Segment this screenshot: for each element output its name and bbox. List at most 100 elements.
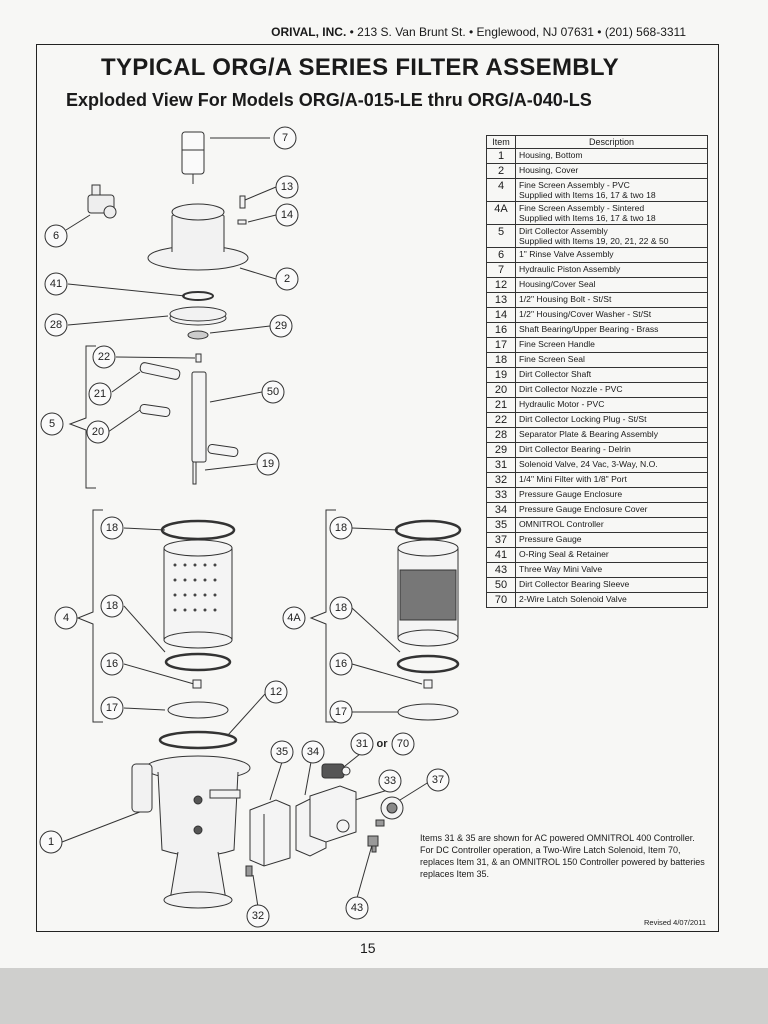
callout-31: 31 [356, 738, 368, 750]
callout-19: 19 [262, 458, 274, 470]
item-number: 22 [486, 412, 516, 428]
exploded-view-diagram: 7 13 14 6 2 41 28 29 22 21 50 5 20 19 18… [39, 126, 462, 928]
item-description-line: Hydraulic Motor - PVC [519, 399, 605, 409]
page-number: 15 [360, 940, 376, 956]
item-description-line: 2-Wire Latch Solenoid Valve [519, 594, 627, 604]
item-description: Fine Screen Seal [515, 352, 708, 368]
item-number: 4 [486, 178, 516, 202]
callout-4: 4 [63, 612, 69, 624]
item-description-line: 1" Rinse Valve Assembly [519, 249, 614, 259]
hydraulic-piston-part [181, 131, 205, 184]
item-description-line: Dirt Collector Shaft [519, 369, 592, 379]
item-description: Solenoid Valve, 24 Vac, 3-Way, N.O. [515, 457, 708, 473]
item-number: 20 [486, 382, 516, 398]
three-way-valve-part [367, 835, 379, 853]
item-number: 28 [486, 427, 516, 443]
item-description-line: 1/2" Housing/Cover Washer - St/St [519, 309, 652, 319]
item-description-line: Dirt Collector Nozzle - PVC [519, 384, 623, 394]
item-description: Dirt Collector Locking Plug - St/St [515, 412, 708, 428]
callout-41: 41 [50, 278, 62, 290]
callout-34: 34 [307, 746, 319, 758]
item-description-line: O-Ring Seal & Retainer [519, 549, 609, 559]
omnitrol-controller-part [249, 799, 291, 867]
company-address: • 213 S. Van Brunt St. • Englewood, NJ 0… [346, 25, 686, 39]
item-description-supplement: Supplied with Items 19, 20, 21, 22 & 50 [519, 236, 669, 246]
callout-17-right: 17 [335, 706, 347, 718]
callout-33: 33 [384, 775, 396, 787]
item-number: 31 [486, 457, 516, 473]
callout-17-left: 17 [106, 702, 118, 714]
item-number: 4A [486, 201, 516, 225]
item-description-line: Fine Screen Seal [519, 354, 585, 364]
description-column-header: Description [515, 135, 708, 149]
dirt-collector-bearing-part [187, 330, 209, 340]
callout-18-top-left: 18 [106, 522, 118, 534]
callout-7: 7 [282, 132, 288, 144]
callout-2: 2 [284, 273, 290, 285]
item-description-line: Dirt Collector Bearing Sleeve [519, 579, 630, 589]
item-description-line: Dirt Collector Assembly [519, 226, 608, 236]
fine-screen-pvc-part [160, 519, 236, 719]
item-description: 1/2" Housing Bolt - St/St [515, 292, 708, 308]
item-number: 70 [486, 592, 516, 608]
item-description: Fine Screen Handle [515, 337, 708, 353]
item-description: Dirt Collector Bearing - Delrin [515, 442, 708, 458]
item-description: 1/4" Mini Filter with 1/8" Port [515, 472, 708, 488]
callout-35: 35 [276, 746, 288, 758]
callout-21: 21 [94, 388, 106, 400]
item-description: Dirt Collector Shaft [515, 367, 708, 383]
item-number: 37 [486, 532, 516, 548]
item-description-line: Dirt Collector Bearing - Delrin [519, 444, 631, 454]
item-number: 35 [486, 517, 516, 533]
item-description: Pressure Gauge Enclosure [515, 487, 708, 503]
callout-37: 37 [432, 774, 444, 786]
item-number: 33 [486, 487, 516, 503]
callout-16-left: 16 [106, 658, 118, 670]
item-number: 14 [486, 307, 516, 323]
item-number: 41 [486, 547, 516, 563]
company-header: ORIVAL, INC. • 213 S. Van Brunt St. • En… [271, 25, 686, 39]
callout-32: 32 [252, 910, 264, 922]
item-number: 17 [486, 337, 516, 353]
item-column-header: Item [486, 135, 516, 149]
item-number: 19 [486, 367, 516, 383]
rinse-valve-part [87, 184, 117, 219]
callout-43: 43 [351, 902, 363, 914]
item-description: 1" Rinse Valve Assembly [515, 247, 708, 263]
callout-50: 50 [267, 386, 279, 398]
item-description-line: Housing/Cover Seal [519, 279, 596, 289]
item-description-line: 1/4" Mini Filter with 1/8" Port [519, 474, 627, 484]
page-subtitle: Exploded View For Models ORG/A-015-LE th… [66, 90, 592, 110]
revised-date: Revised 4/07/2011 [644, 918, 706, 927]
item-description-line: Fine Screen Assembly - PVC [519, 180, 630, 190]
callout-18-bottom-right: 18 [335, 602, 347, 614]
item-description-line: Three Way Mini Valve [519, 564, 603, 574]
callout-6: 6 [53, 230, 59, 242]
callout-16-right: 16 [335, 658, 347, 670]
callout-70: 70 [397, 738, 409, 750]
item-description: Dirt Collector Bearing Sleeve [515, 577, 708, 593]
item-number: 34 [486, 502, 516, 518]
item-description: 2-Wire Latch Solenoid Valve [515, 592, 708, 608]
item-number: 32 [486, 472, 516, 488]
company-name: ORIVAL, INC. [271, 25, 347, 39]
item-description: Pressure Gauge [515, 532, 708, 548]
item-description: Housing/Cover Seal [515, 277, 708, 293]
fine-screen-sintered-part [394, 519, 462, 721]
parts-table-header: Item Description [486, 135, 708, 149]
